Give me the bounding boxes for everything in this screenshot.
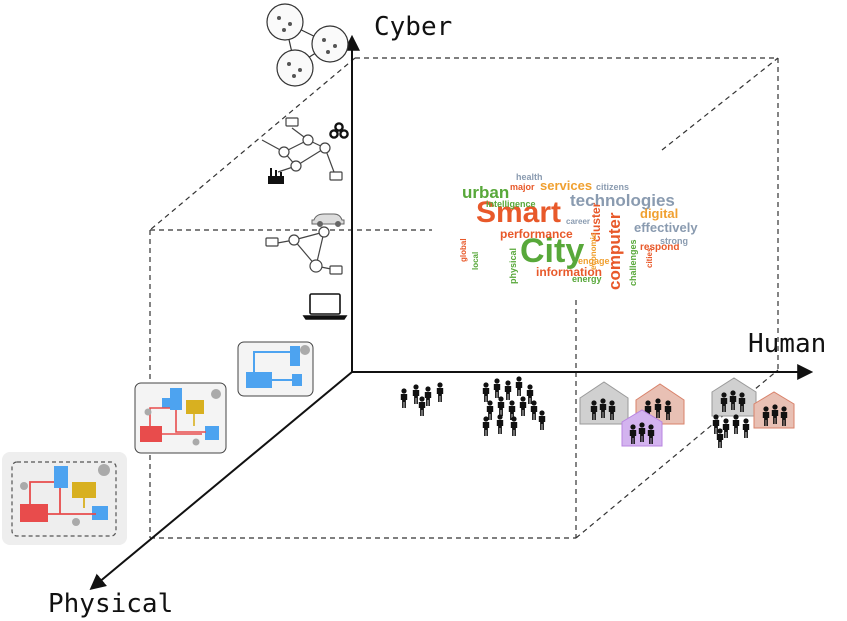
word-cloud-word: services xyxy=(540,178,592,193)
word-cloud-word: local xyxy=(471,252,480,270)
cyber-axis-label: Cyber xyxy=(374,12,452,42)
word-cloud-word: strong xyxy=(660,236,688,246)
axes xyxy=(89,34,814,591)
word-cloud-word: respond xyxy=(640,242,679,253)
device-graph-icon xyxy=(265,226,343,275)
word-cloud-word: information xyxy=(536,265,602,279)
word-cloud-word: cluster xyxy=(589,202,603,242)
word-cloud-word: engage xyxy=(578,256,610,266)
control-flow-diagram-icon xyxy=(134,382,227,454)
word-cloud-word: effectively xyxy=(634,220,698,235)
control-flow-diagram-icon xyxy=(237,341,314,397)
word-cloud-word: cities xyxy=(645,247,654,268)
word-cloud-word: intelligence xyxy=(486,199,536,209)
people-group-icon xyxy=(482,376,546,436)
word-cloud-word: global xyxy=(459,238,468,262)
word-cloud-word: digital xyxy=(640,206,678,221)
word-cloud-word: career xyxy=(566,217,590,226)
human-axis-label: Human xyxy=(748,329,826,359)
people-group-icon xyxy=(712,414,750,448)
network-graph-icon xyxy=(261,117,343,181)
word-cloud-word: performance xyxy=(500,227,573,241)
house-icon xyxy=(621,409,663,447)
word-cloud-word: urban xyxy=(462,183,509,202)
network-cluster-icon xyxy=(266,3,349,87)
word-cloud-word: Smart xyxy=(476,196,561,229)
people-group-icon xyxy=(400,382,444,416)
house-icon xyxy=(711,377,757,417)
physical-axis xyxy=(89,371,353,591)
factory-icon xyxy=(268,168,284,184)
word-cloud-word: computer xyxy=(605,212,624,290)
laptop-icon xyxy=(302,293,348,320)
word-cloud-word: physical xyxy=(508,248,518,284)
physical-axis-label: Physical xyxy=(48,589,173,619)
word-cloud-word: energy xyxy=(572,274,602,284)
word-cloud-word: major xyxy=(510,182,535,192)
word-cloud-word: technologies xyxy=(570,191,675,210)
word-cloud-word: economic xyxy=(589,232,598,270)
dashed-cube xyxy=(149,57,779,539)
control-flow-diagram-icon xyxy=(2,452,127,545)
word-cloud-word: citizens xyxy=(596,182,629,192)
word-cloud-word: City xyxy=(520,232,584,270)
house-icon xyxy=(753,391,795,429)
house-icon xyxy=(579,381,629,425)
car-icon xyxy=(311,213,345,227)
word-cloud-word: challenges xyxy=(628,239,638,286)
biohazard-icon xyxy=(329,122,349,139)
word-cloud-word: health xyxy=(516,172,543,182)
